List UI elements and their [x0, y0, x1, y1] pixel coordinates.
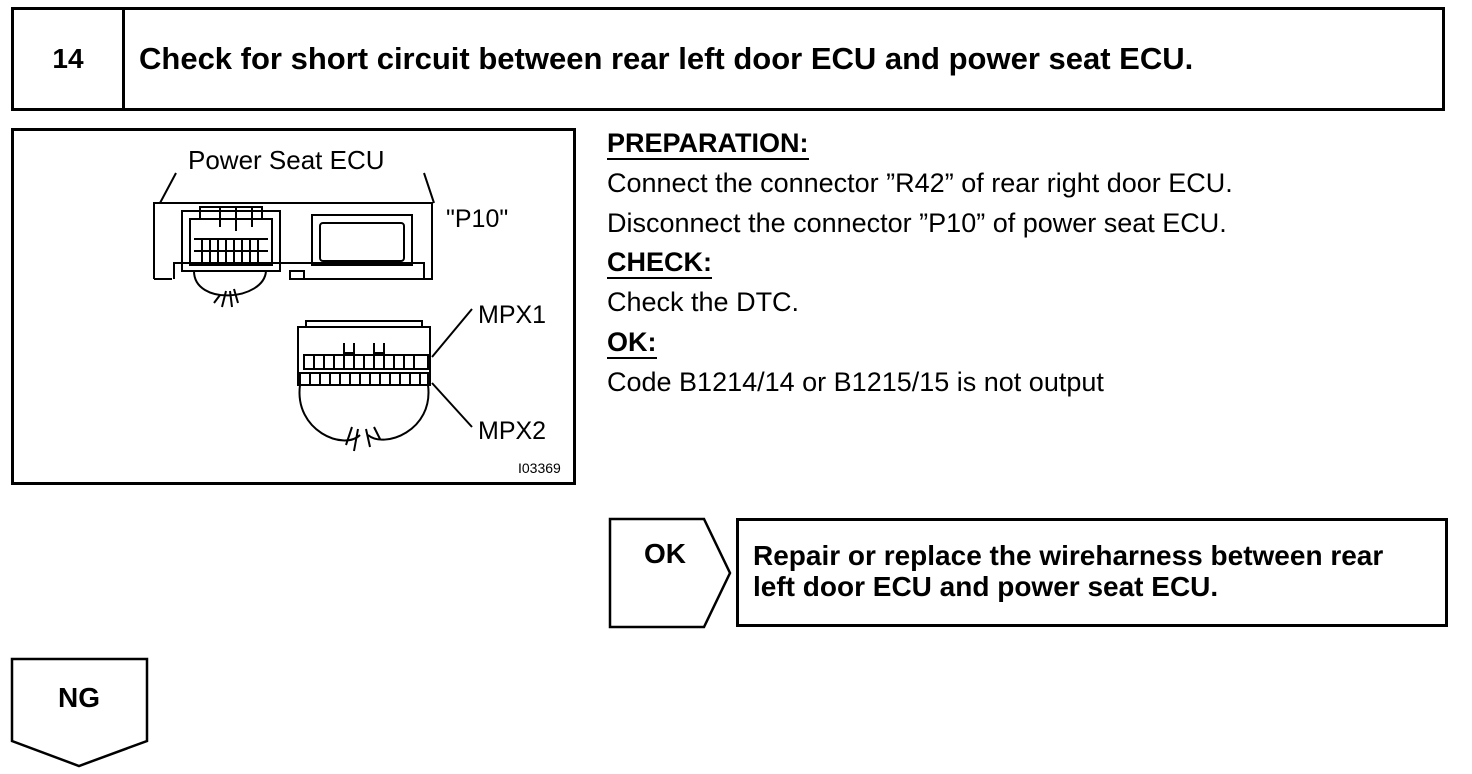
step-number: 14 [14, 10, 125, 108]
instructions: PREPARATION: Connect the connector ”R42”… [607, 124, 1447, 402]
connector-illustration: Power Seat ECU "P10" MPX1 MPX2 I03369 [11, 128, 576, 485]
preparation-heading: PREPARATION: [607, 128, 809, 160]
ecu-label: Power Seat ECU [188, 145, 385, 175]
figure-id: I03369 [518, 460, 561, 476]
step-header: 14 Check for short circuit between rear … [11, 7, 1445, 111]
ecu-body [153, 202, 433, 280]
connector-diagram: Power Seat ECU "P10" MPX1 MPX2 I03369 [153, 145, 561, 476]
ok-criteria-line: Code B1214/14 or B1215/15 is not output [607, 366, 1104, 397]
preparation-line: Connect the connector ”R42” of rear righ… [607, 168, 1233, 198]
ok-label: OK [644, 538, 686, 569]
mpx2-label: MPX2 [478, 417, 546, 445]
ok-heading: OK: [607, 326, 657, 359]
p10-connector [181, 210, 281, 272]
ng-label: NG [58, 682, 100, 713]
ecu-socket [311, 214, 413, 266]
ok-result-box: Repair or replace the wireharness betwee… [736, 518, 1448, 627]
p10-label: "P10" [446, 205, 508, 233]
check-heading: CHECK: [607, 247, 712, 279]
ok-result-line: left door ECU and power seat ECU. [753, 571, 1219, 602]
step-title: Check for short circuit between rear lef… [139, 41, 1194, 76]
ok-arrow-icon [608, 517, 732, 629]
ok-result-line: Repair or replace the wireharness betwee… [753, 540, 1384, 571]
check-line: Check the DTC. [607, 287, 800, 317]
ng-arrow-icon [10, 657, 149, 768]
preparation-line: Disconnect the connector ”P10” of power … [607, 207, 1227, 238]
mpx1-label: MPX1 [478, 301, 546, 329]
